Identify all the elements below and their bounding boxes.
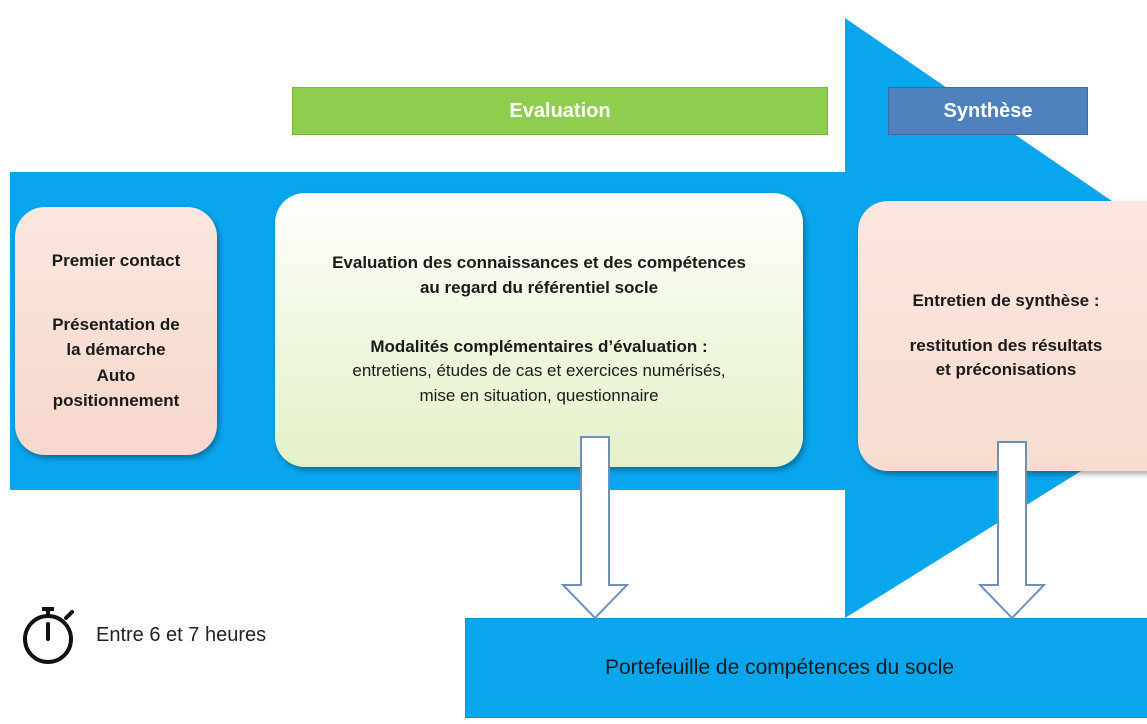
auto-positioning-line2: positionnement xyxy=(52,391,180,411)
synthesis-results-line2: et préconisations xyxy=(935,360,1077,380)
synthese-header-label: Synthèse xyxy=(943,99,1033,122)
presentation-text-line2: la démarche xyxy=(66,340,166,360)
first-contact-text: Premier contact xyxy=(51,251,181,271)
stage-box-synthesis: Entretien de synthèse : restitution des … xyxy=(858,201,1147,471)
duration-indicator: Entre 6 et 7 heures xyxy=(18,604,266,666)
evaluation-description: Evaluation des connaissances et des comp… xyxy=(332,251,746,300)
modalities-title: Modalités complémentaires d’évaluation : xyxy=(370,336,708,356)
portfolio-label: Portefeuille de compétences du socle xyxy=(605,656,955,679)
evaluation-description-line2: au regard du référentiel socle xyxy=(419,278,659,298)
portfolio-box: Portefeuille de compétences du socle xyxy=(465,618,1147,718)
synthese-header: Synthèse xyxy=(888,87,1088,135)
stopwatch-icon xyxy=(23,607,74,664)
synthesis-results-line1: restitution des résultats xyxy=(909,335,1103,355)
stage-box-first-contact: Premier contact Présentation de la démar… xyxy=(15,207,217,455)
evaluation-header-label: Evaluation xyxy=(509,99,611,122)
modalities-line2: mise en situation, questionnaire xyxy=(419,385,659,405)
stage-box-evaluation: Evaluation des connaissances et des comp… xyxy=(275,193,803,467)
evaluation-modalities: Modalités complémentaires d’évaluation :… xyxy=(352,335,725,409)
auto-positioning-line1: Auto xyxy=(96,365,136,385)
evaluation-description-line1: Evaluation des connaissances et des comp… xyxy=(332,253,746,273)
synthesis-interview-title: Entretien de synthèse : xyxy=(912,291,1100,311)
modalities-line1: entretiens, études de cas et exercices n… xyxy=(352,361,726,381)
duration-label: Entre 6 et 7 heures xyxy=(96,623,267,646)
presentation-text-line1: Présentation de xyxy=(52,314,180,334)
evaluation-header: Evaluation xyxy=(292,87,828,135)
